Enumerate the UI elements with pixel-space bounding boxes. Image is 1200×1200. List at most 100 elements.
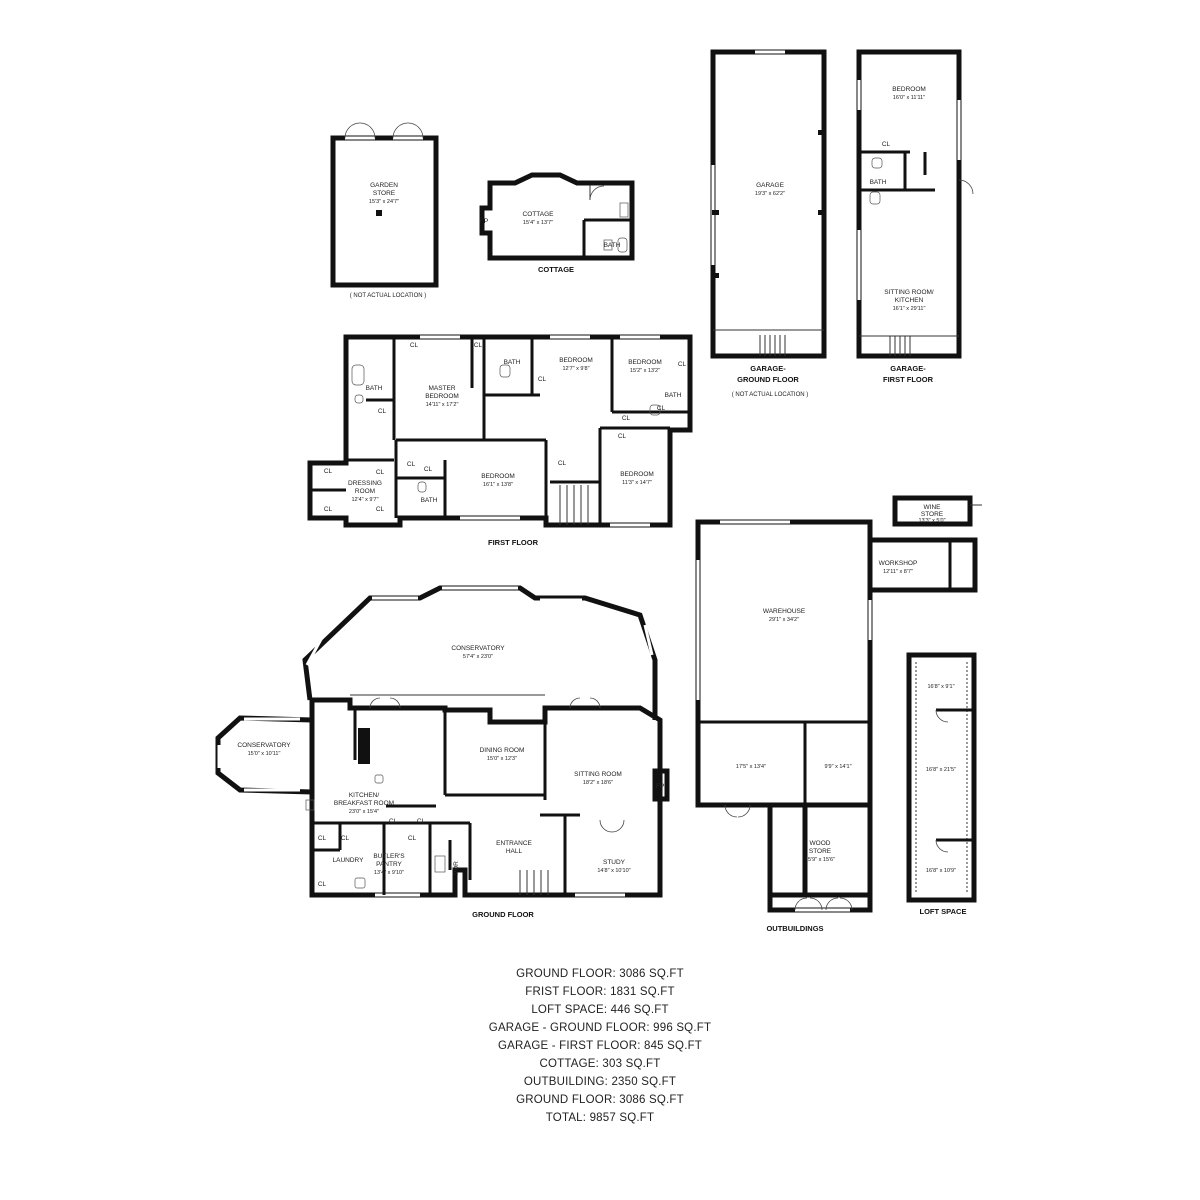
conservatory-side-label: CONSERVATORY	[237, 742, 291, 749]
garage-ground-caption-2: GROUND FLOOR	[737, 375, 799, 384]
ff-cl-6-label: CL	[622, 415, 631, 422]
dining-room-dim: 15'0" x 12'3"	[487, 756, 517, 762]
loft-space-caption: LOFT SPACE	[920, 907, 967, 916]
wood-store-label-1: WOOD	[810, 840, 831, 847]
butlers-pantry-label-2: PANTRY	[376, 861, 402, 868]
cottage-fp-label: FP	[480, 218, 488, 225]
garage-first-plan: BEDROOM 16'0" x 11'11" CL BATH SITTING R…	[856, 49, 974, 384]
master-bedroom-label-2: BEDROOM	[425, 393, 459, 400]
garage-first-caption-1: GARAGE-	[890, 364, 926, 373]
garage-room-label: GARAGE	[756, 182, 784, 189]
area-line: OUTBUILDING: 2350 SQ.FT	[523, 1076, 677, 1088]
garage-ground-plan: GARAGE 19'3" x 62'2" GARAGE- GROUND FLOO…	[710, 49, 827, 398]
ff-cl-15-label: CL	[376, 506, 385, 513]
gf-cl-6-label: CL	[318, 881, 327, 888]
ground-floor-caption: GROUND FLOOR	[472, 910, 534, 919]
garage-ground-caption-1: GARAGE-	[750, 364, 786, 373]
garage-room-dim: 19'3" x 62'2"	[755, 191, 785, 197]
workshop-label: WORKSHOP	[879, 560, 918, 567]
garage-sitting-label-2: KITCHEN	[895, 297, 924, 304]
bedroom-b-dim: 15'2" x 13'2"	[630, 368, 660, 374]
bedroom-d-label: BEDROOM	[620, 471, 654, 478]
ff-cl-14-label: CL	[324, 506, 333, 513]
wood-store-dim: 15'9" x 15'6"	[805, 857, 835, 863]
bedroom-a-label: BEDROOM	[559, 357, 593, 364]
gf-fp-label: FP	[656, 783, 664, 790]
garage-first-caption-2: FIRST FLOOR	[883, 375, 934, 384]
loft-c-dim: 16'8" x 10'9"	[926, 868, 956, 874]
ff-cl-10-label: CL	[407, 461, 416, 468]
ff-cl-1-label: CL	[410, 342, 419, 349]
wood-store-label-2: STORE	[809, 848, 832, 855]
sitting-room-label: SITTING ROOM	[574, 771, 622, 778]
master-bedroom-dim: 14'11" x 17'2"	[426, 402, 459, 408]
ff-cl-9-label: CL	[558, 460, 567, 467]
out-room-b-dim: 9'9" x 14'1"	[824, 764, 851, 770]
dining-room-label: DINING ROOM	[480, 747, 525, 754]
wine-store-label-1: WINE	[924, 504, 942, 511]
workshop-dim: 12'11" x 8'7"	[883, 569, 913, 575]
area-line: LOFT SPACE: 446 SQ.FT	[531, 1004, 669, 1016]
bedroom-a-dim: 12'7" x 9'8"	[562, 366, 589, 372]
garden-store-label-1: GARDEN	[370, 182, 398, 189]
area-line: GROUND FLOOR: 3086 SQ.FT	[516, 968, 684, 980]
ff-cl-13-label: CL	[376, 469, 385, 476]
first-floor-plan: BATH CL CL CL MASTER BEDROOM 14'11" x 17…	[307, 334, 693, 547]
area-line: GROUND FLOOR: 3086 SQ.FT	[516, 1094, 684, 1106]
cottage-room-dim: 15'4" x 13'7"	[523, 220, 553, 226]
garden-store-label-2: STORE	[373, 190, 396, 197]
ff-bath-1-label: BATH	[366, 385, 383, 392]
garage-sitting-label-1: SITTING ROOM/	[884, 289, 934, 296]
warehouse-label: WAREHOUSE	[763, 608, 806, 615]
cottage-room-label: COTTAGE	[523, 211, 555, 218]
area-line: GARAGE - FIRST FLOOR: 845 SQ.FT	[497, 1040, 703, 1052]
first-floor-caption: FIRST FLOOR	[488, 538, 539, 547]
garage-cl-label: CL	[882, 141, 891, 148]
gf-cl-1-label: CL	[318, 835, 327, 842]
ff-cl-5-label: CL	[678, 361, 687, 368]
loft-space-plan: 16'8" x 9'1" 16'8" x 21'5" 16'8" x 10'9"…	[906, 652, 977, 916]
garden-store-dim: 15'3" x 24'7"	[369, 199, 399, 205]
master-bedroom-label-1: MASTER	[428, 385, 455, 392]
gf-cl-2-label: CL	[341, 835, 350, 842]
conservatory-side-dim: 15'0" x 10'11"	[248, 751, 281, 757]
outbuildings-plan: WINE STORE 13'3" x 5'0" WORKSHOP 12'11" …	[695, 495, 982, 933]
cottage-bath-label: BATH	[604, 242, 621, 249]
loft-a-dim: 16'8" x 9'1"	[927, 684, 954, 690]
kitchen-dim: 23'0" x 15'4"	[349, 809, 379, 815]
loft-b-dim: 16'8" x 21'5"	[926, 767, 956, 773]
entrance-hall-label-2: HALL	[506, 848, 523, 855]
bedroom-c-dim: 16'1" x 13'8"	[483, 482, 513, 488]
ground-floor-plan: CONSERVATORY 57'4" x 23'0" CONSERVATORY …	[215, 585, 670, 919]
not-actual-location-note: ( NOT ACTUAL LOCATION )	[350, 293, 427, 299]
wine-store-dim: 13'3" x 5'0"	[918, 518, 945, 524]
garage-bath-label: BATH	[870, 179, 887, 186]
dressing-room-dim: 12'4" x 9'7"	[351, 497, 378, 503]
sitting-room-dim: 18'2" x 18'6"	[583, 780, 613, 786]
ff-cl-11-label: CL	[424, 466, 433, 473]
dressing-room-label-1: DRESSING	[348, 480, 382, 487]
ff-cl-3-label: CL	[474, 342, 483, 349]
entrance-hall-label-1: ENTRANCE	[496, 840, 532, 847]
out-room-a-dim: 17'5" x 13'4"	[736, 764, 766, 770]
ff-bath-2-label: BATH	[504, 359, 521, 366]
bedroom-d-dim: 11'3" x 14'7"	[622, 480, 652, 486]
warehouse-dim: 29'1" x 34'2"	[769, 617, 799, 623]
pdr-label: PDR	[453, 861, 460, 875]
garden-store-plan: GARDEN STORE 15'3" x 24'7" ( NOT ACTUAL …	[330, 122, 439, 299]
ff-cl-2-label: CL	[378, 408, 387, 415]
cottage-caption: COTTAGE	[538, 265, 574, 274]
area-line: FRIST FLOOR: 1831 SQ.FT	[525, 986, 675, 998]
not-actual-location-note-2: ( NOT ACTUAL LOCATION )	[732, 392, 809, 398]
study-dim: 14'8" x 10'10"	[597, 868, 630, 874]
gf-cl-4-label: CL	[417, 818, 426, 825]
ff-bath-3-label: BATH	[665, 392, 682, 399]
area-line: GARAGE - GROUND FLOOR: 996 SQ.FT	[488, 1022, 712, 1034]
ff-cl-8-label: CL	[618, 433, 627, 440]
conservatory-main-dim: 57'4" x 23'0"	[463, 654, 493, 660]
garage-bedroom-dim: 16'0" x 11'11"	[893, 95, 925, 101]
study-label: STUDY	[603, 859, 626, 866]
kitchen-label-2: BREAKFAST ROOM	[334, 800, 394, 807]
kitchen-label-1: KITCHEN/	[349, 792, 380, 799]
